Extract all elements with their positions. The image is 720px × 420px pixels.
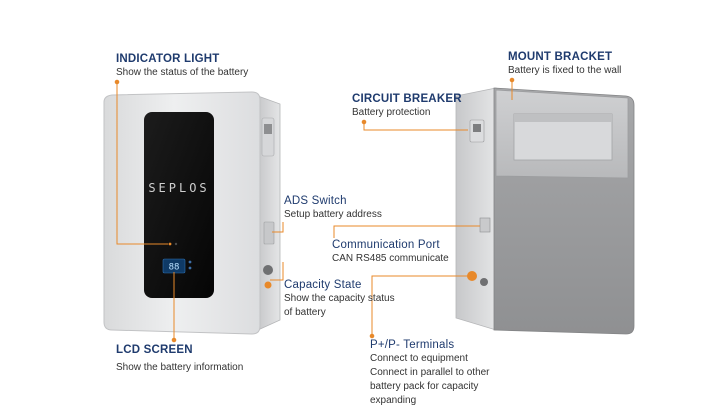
terminal-positive <box>467 271 477 281</box>
lcd-button-2 <box>188 266 192 270</box>
leader-circuit-breaker <box>363 122 468 131</box>
side-ads-switch <box>263 221 275 245</box>
callout-ads-switch: ADS Switch Setup battery address <box>284 194 382 222</box>
callout-terminals-desc-1: Connect to equipment <box>370 353 468 364</box>
front-display-panel <box>144 112 214 298</box>
leader-terminals-dot <box>369 333 375 339</box>
lcd-readout: 88 <box>169 263 180 273</box>
side-breaker <box>261 117 275 157</box>
callout-lcd-screen: LCD SCREEN Show the battery information <box>116 343 243 375</box>
callout-circuit-breaker: CIRCUIT BREAKER Battery protection <box>352 92 462 120</box>
callout-ads-switch-title: ADS Switch <box>284 195 347 207</box>
leader-lcd-screen-dot <box>171 337 177 343</box>
callout-indicator-light: INDICATOR LIGHT Show the status of the b… <box>116 52 248 80</box>
callout-circuit-breaker-desc: Battery protection <box>352 107 431 118</box>
lcd-button-1 <box>188 260 192 264</box>
callout-terminals-desc-2: Connect in parallel to other <box>370 367 490 378</box>
side-port-1 <box>263 265 273 275</box>
back-battery <box>455 87 635 335</box>
callout-communication-port: Communication Port CAN RS485 communicate <box>332 238 449 266</box>
callout-terminals-title: P+/P- Terminals <box>370 339 455 351</box>
communication-port <box>479 217 491 233</box>
callout-indicator-light-title: INDICATOR LIGHT <box>116 53 220 65</box>
callout-capacity-state-title: Capacity State <box>284 279 362 291</box>
callout-indicator-light-desc: Show the status of the battery <box>116 67 249 78</box>
callout-communication-port-title: Communication Port <box>332 239 440 251</box>
callout-lcd-screen-desc: Show the battery information <box>116 362 244 373</box>
indicator-light-2 <box>174 242 178 246</box>
leader-indicator-light <box>116 82 168 245</box>
front-battery <box>103 91 281 335</box>
callout-circuit-breaker-title: CIRCUIT BREAKER <box>352 93 462 105</box>
leader-ads-switch <box>272 222 284 233</box>
brand-logo: SEPLOS <box>148 181 209 195</box>
indicator-light <box>168 242 172 246</box>
leader-mount-bracket-dot <box>509 77 515 83</box>
callout-ads-switch-desc: Setup battery address <box>284 209 382 220</box>
callout-mount-bracket-desc: Battery is fixed to the wall <box>508 65 622 76</box>
callout-terminals-desc-3: battery pack for capacity <box>370 381 479 392</box>
leader-circuit-breaker-dot <box>361 119 367 125</box>
callout-mount-bracket-title: MOUNT BRACKET <box>508 51 613 63</box>
callout-capacity-state: Capacity State Show the capacity status … <box>284 278 395 320</box>
leader-indicator-light-dot <box>114 79 120 85</box>
leader-lines <box>114 77 515 343</box>
terminal-negative <box>480 278 488 286</box>
callout-terminals: P+/P- Terminals Connect to equipment Con… <box>370 338 490 408</box>
leader-terminals <box>371 275 468 336</box>
side-breaker-switch <box>264 124 272 134</box>
circuit-breaker-switch <box>473 124 481 132</box>
mount-bracket-slot-shadow <box>514 114 612 122</box>
callout-capacity-state-desc-2: of battery <box>284 307 326 318</box>
leader-capacity-state <box>270 262 284 281</box>
callout-capacity-state-desc-1: Show the capacity status <box>284 293 395 304</box>
callout-communication-port-desc: CAN RS485 communicate <box>332 253 449 264</box>
leader-communication-port <box>333 225 480 238</box>
callout-terminals-desc-4: expanding <box>370 395 417 406</box>
side-port-orange <box>264 281 272 289</box>
callout-mount-bracket: MOUNT BRACKET Battery is fixed to the wa… <box>508 50 621 78</box>
callout-lcd-screen-title: LCD SCREEN <box>116 344 193 356</box>
